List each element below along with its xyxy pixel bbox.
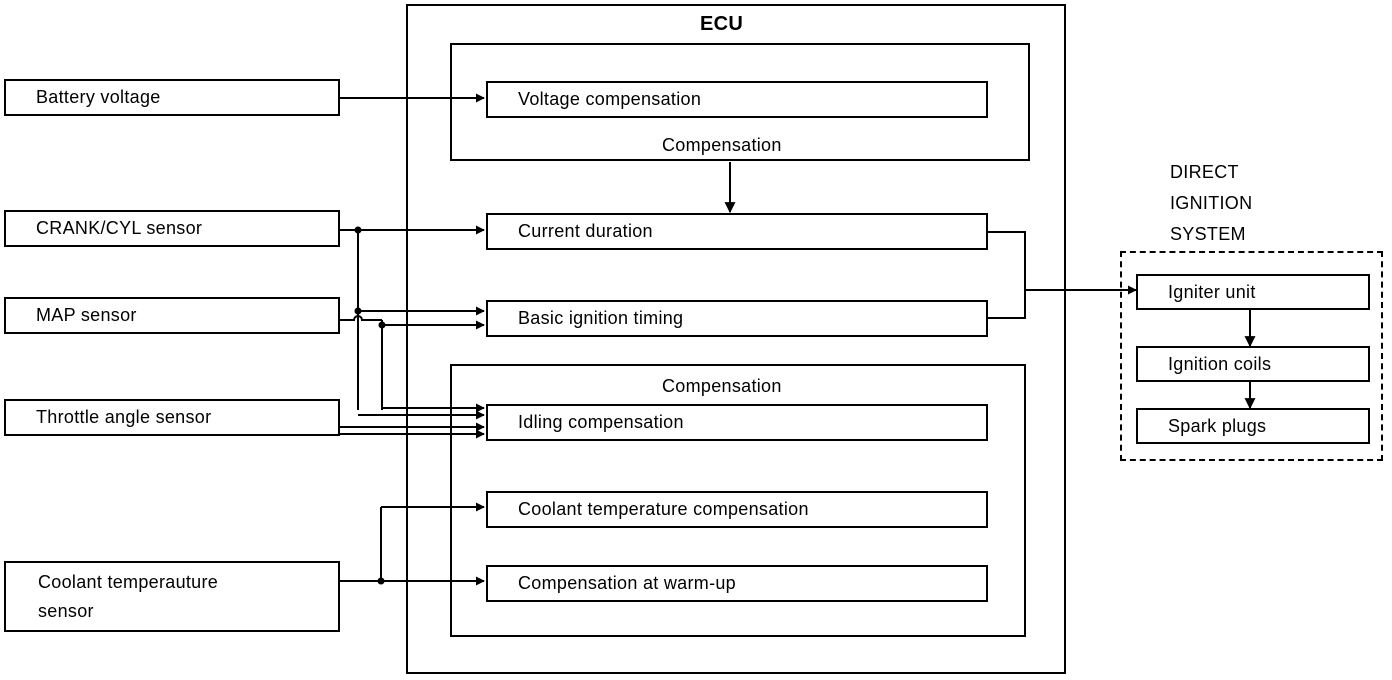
idling-compensation-label: Idling compensation	[518, 412, 684, 432]
battery-voltage-label: Battery voltage	[36, 87, 161, 107]
compensation-label-bottom: Compensation	[662, 376, 782, 396]
ignition-coils-box: Ignition coils	[1136, 346, 1370, 382]
voltage-compensation-group	[450, 43, 1030, 161]
coolant-temperature-sensor-box: Coolant temperauture sensor	[4, 561, 340, 632]
igniter-unit-box: Igniter unit	[1136, 274, 1370, 310]
idling-compensation-box: Idling compensation	[486, 404, 988, 441]
igniter-unit-label: Igniter unit	[1168, 281, 1256, 302]
voltage-compensation-label: Voltage compensation	[518, 89, 702, 109]
map-line	[340, 315, 382, 321]
throttle-angle-sensor-label: Throttle angle sensor	[36, 407, 212, 427]
ignition-coils-label: Ignition coils	[1168, 353, 1272, 374]
spark-plugs-label: Spark plugs	[1168, 415, 1267, 436]
compensation-at-warm-up-box: Compensation at warm-up	[486, 565, 988, 602]
throttle-angle-sensor-box: Throttle angle sensor	[4, 399, 340, 436]
compensation-at-warm-up-label: Compensation at warm-up	[518, 573, 736, 593]
basic-ignition-timing-box: Basic ignition timing	[486, 300, 988, 337]
coolant-temperature-compensation-label: Coolant temperature compensation	[518, 499, 809, 519]
ecu-title: ECU	[700, 13, 744, 35]
coolant-sensor-label-line2: sensor	[38, 601, 94, 621]
junction-dot	[377, 577, 385, 585]
direct-ignition-system-group	[1120, 251, 1383, 461]
junction-dot	[378, 321, 386, 329]
junction-dot	[354, 307, 362, 315]
basic-ignition-timing-label: Basic ignition timing	[518, 308, 684, 328]
coolant-sensor-label-line1: Coolant temperauture	[38, 572, 219, 592]
spark-plugs-box: Spark plugs	[1136, 408, 1370, 444]
dis-title-line2: IGNITION	[1170, 193, 1253, 213]
current-duration-box: Current duration	[486, 213, 988, 250]
dis-title-line1: DIRECT	[1170, 162, 1239, 182]
compensation-group	[450, 364, 1026, 637]
compensation-label-top: Compensation	[662, 135, 782, 155]
map-sensor-box: MAP sensor	[4, 297, 340, 334]
junction-dot	[354, 226, 362, 234]
ecu-frame	[406, 4, 1066, 674]
coolant-temperature-compensation-box: Coolant temperature compensation	[486, 491, 988, 528]
voltage-compensation-box: Voltage compensation	[486, 81, 988, 118]
battery-voltage-box: Battery voltage	[4, 79, 340, 116]
crank-cyl-sensor-box: CRANK/CYL sensor	[4, 210, 340, 247]
crank-cyl-sensor-label: CRANK/CYL sensor	[36, 218, 203, 238]
dis-title-line3: SYSTEM	[1170, 224, 1246, 244]
current-duration-label: Current duration	[518, 221, 653, 241]
map-sensor-label: MAP sensor	[36, 305, 137, 325]
